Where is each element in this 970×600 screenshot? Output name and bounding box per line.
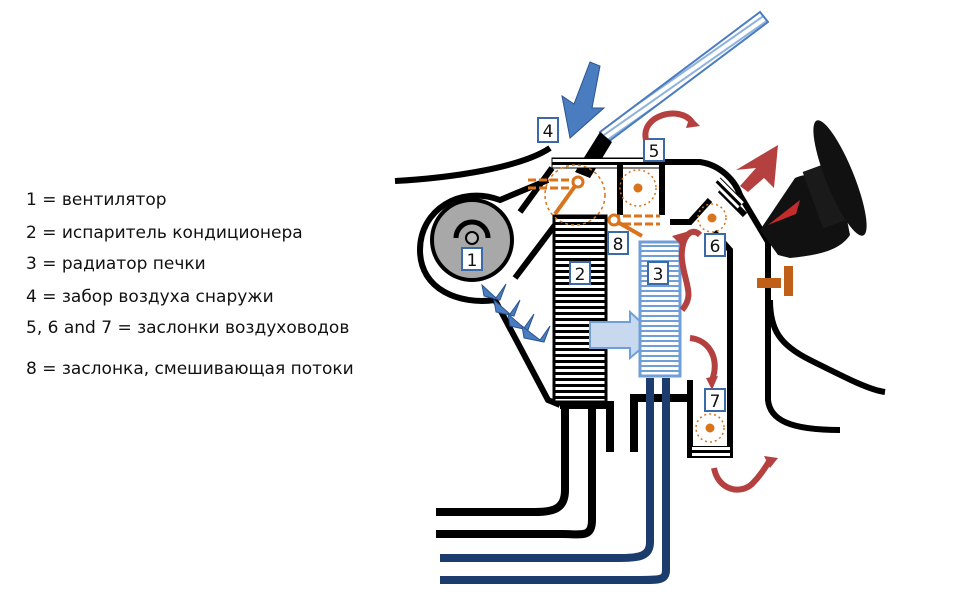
evaporator: 2 bbox=[552, 214, 608, 404]
hot-air-arrowheads bbox=[672, 116, 778, 468]
label-flap6-box: 6 bbox=[704, 233, 726, 257]
label-flap5-box: 5 bbox=[643, 138, 665, 162]
legend-item-duct-flaps: 5, 6 and 7 = заслонки воздуховодов bbox=[26, 318, 350, 338]
legend-item-heater-core: 3 = радиатор печки bbox=[26, 254, 206, 274]
heater-pipes bbox=[440, 378, 670, 584]
fan: 1 bbox=[430, 198, 514, 282]
label-fan: 1 bbox=[467, 251, 478, 271]
label-flap7-box: 7 bbox=[704, 388, 726, 412]
label-flap7: 7 bbox=[710, 392, 721, 412]
flaps bbox=[528, 164, 727, 443]
outside-air-arrow bbox=[561, 61, 606, 139]
label-intake: 4 bbox=[543, 122, 554, 142]
evaporator-pipes bbox=[436, 394, 690, 539]
heater-core: 3 bbox=[638, 240, 682, 378]
hood-panel bbox=[394, 145, 552, 184]
windshield bbox=[575, 10, 770, 178]
fan-housing bbox=[416, 166, 562, 408]
dash-vent-grille bbox=[713, 177, 745, 209]
label-heater-core: 3 bbox=[653, 265, 664, 285]
rotation-icon bbox=[453, 219, 491, 239]
label-evaporator: 2 bbox=[575, 265, 586, 285]
ignition-lever bbox=[757, 266, 793, 296]
label-intake-box: 4 bbox=[537, 117, 559, 143]
legend-item-evaporator: 2 = испаритель кондиционера bbox=[26, 223, 303, 243]
steering-column bbox=[760, 120, 867, 258]
label-mix-flap-box: 8 bbox=[607, 231, 629, 255]
label-mix-flap: 8 bbox=[613, 235, 624, 255]
dashboard bbox=[767, 299, 886, 395]
legend-item-mix-flap: 8 = заслонка, смешивающая потоки bbox=[26, 359, 354, 379]
air-flow-chevrons bbox=[481, 283, 551, 343]
label-flap6: 6 bbox=[710, 237, 721, 257]
steering-wheel bbox=[813, 120, 867, 236]
hot-air-arrows bbox=[642, 110, 773, 493]
legend-item-fan: 1 = вентилятор bbox=[26, 190, 167, 210]
legend-item-intake: 4 = забор воздуха снаружи bbox=[26, 287, 274, 307]
floor-vent-grille bbox=[692, 446, 730, 456]
label-flap5: 5 bbox=[649, 142, 660, 162]
